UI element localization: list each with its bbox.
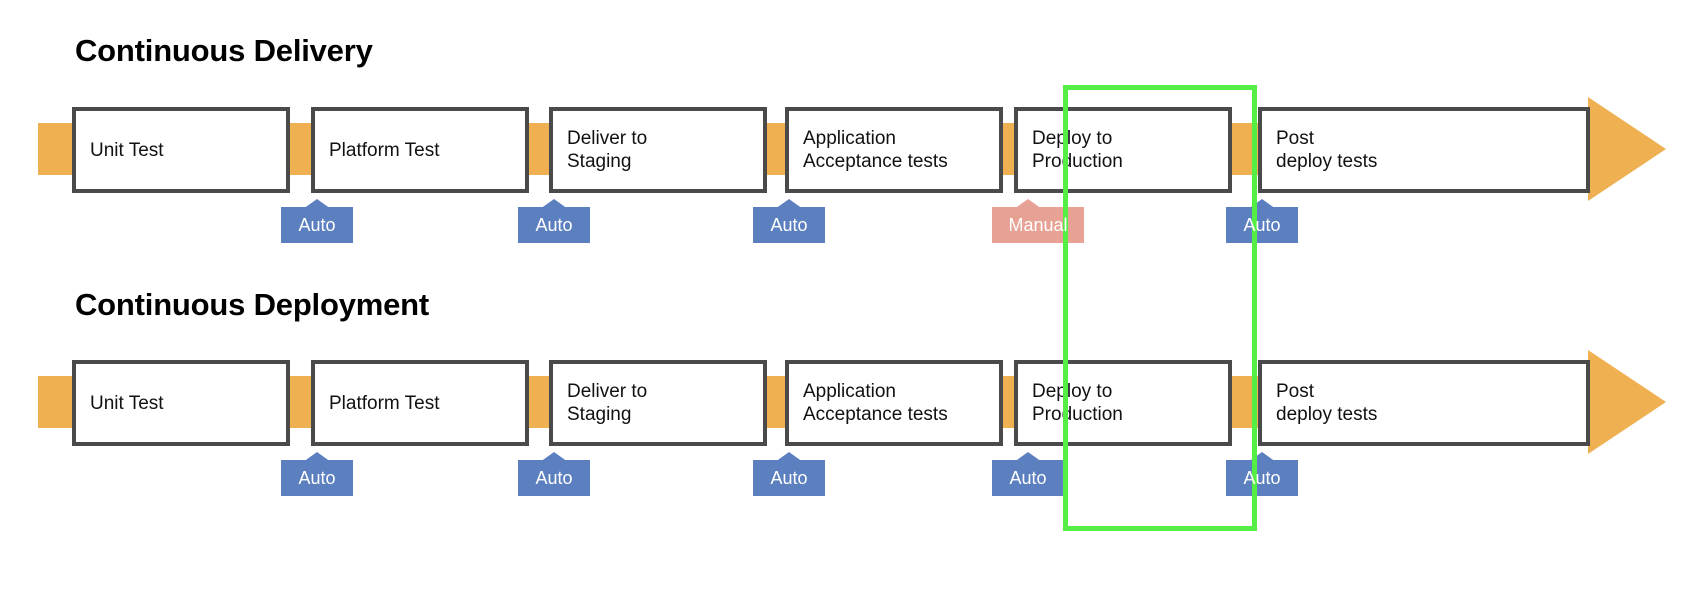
row-heading-continuous-deployment: Continuous Deployment [75, 287, 430, 322]
trigger-notch-icon [303, 199, 331, 209]
trigger-label: Auto [535, 467, 573, 488]
trigger-notch-icon [1248, 199, 1276, 209]
trigger-notch-icon [775, 452, 803, 462]
trigger-body [753, 207, 825, 243]
trigger-body [281, 207, 353, 243]
stage-box[interactable]: Unit Test [72, 107, 290, 193]
stage-box[interactable]: Deploy to Production [1014, 360, 1232, 446]
stage-label: Unit Test [90, 139, 164, 161]
stage-label: Application Acceptance tests [803, 381, 948, 425]
stage-box[interactable]: Application Acceptance tests [785, 360, 1003, 446]
trigger-body [753, 460, 825, 496]
trigger-notch-icon [1014, 199, 1042, 209]
trigger-tag-auto[interactable]: Auto [518, 452, 590, 496]
pipeline-arrow-head [1588, 97, 1666, 201]
stage-box[interactable]: Post deploy tests [1258, 107, 1590, 193]
trigger-body [518, 207, 590, 243]
trigger-notch-icon [775, 199, 803, 209]
stage-box[interactable]: Unit Test [72, 360, 290, 446]
trigger-body [992, 460, 1064, 496]
trigger-tag-auto[interactable]: Auto [518, 199, 590, 243]
stage-label: Deploy to Production [1032, 128, 1123, 172]
trigger-body [281, 460, 353, 496]
stage-label: Deploy to Production [1032, 381, 1123, 425]
trigger-label: Auto [1009, 467, 1047, 488]
trigger-tag-auto[interactable]: Auto [281, 452, 353, 496]
trigger-body [992, 207, 1084, 243]
row-heading-continuous-delivery: Continuous Delivery [75, 33, 373, 68]
trigger-body [1226, 460, 1298, 496]
trigger-tag-manual[interactable]: Manual [992, 199, 1084, 243]
trigger-label: Auto [770, 214, 808, 235]
stage-box[interactable]: Platform Test [311, 360, 529, 446]
stage-label: Post deploy tests [1276, 128, 1378, 172]
trigger-tag-auto[interactable]: Auto [1226, 199, 1298, 243]
stage-box[interactable]: Post deploy tests [1258, 360, 1590, 446]
stage-label: Unit Test [90, 392, 164, 414]
trigger-label: Auto [298, 467, 336, 488]
stage-label: Platform Test [329, 139, 440, 161]
trigger-label: Auto [298, 214, 336, 235]
stage-label: Post deploy tests [1276, 381, 1378, 425]
stage-label: Application Acceptance tests [803, 128, 948, 172]
trigger-tag-auto[interactable]: Auto [753, 452, 825, 496]
trigger-notch-icon [303, 452, 331, 462]
trigger-body [1226, 207, 1298, 243]
stage-label: Platform Test [329, 392, 440, 414]
trigger-notch-icon [1248, 452, 1276, 462]
stage-label: Deliver to Staging [567, 381, 648, 425]
trigger-label: Manual [1008, 214, 1068, 235]
trigger-body [518, 460, 590, 496]
trigger-label: Auto [1243, 214, 1281, 235]
stage-box[interactable]: Application Acceptance tests [785, 107, 1003, 193]
stage-box[interactable]: Deliver to Staging [549, 107, 767, 193]
trigger-label: Auto [770, 467, 808, 488]
stage-box[interactable]: Deploy to Production [1014, 107, 1232, 193]
pipeline-continuous-delivery: Unit Test Platform Test Deliver to Stagi… [0, 97, 1690, 258]
pipeline-continuous-deployment: Unit Test Platform Test Deliver to Stagi… [0, 350, 1690, 511]
stage-box[interactable]: Deliver to Staging [549, 360, 767, 446]
trigger-tag-auto[interactable]: Auto [281, 199, 353, 243]
trigger-label: Auto [1243, 467, 1281, 488]
stage-box[interactable]: Platform Test [311, 107, 529, 193]
trigger-notch-icon [540, 199, 568, 209]
trigger-notch-icon [1014, 452, 1042, 462]
trigger-tag-auto[interactable]: Auto [1226, 452, 1298, 496]
trigger-label: Auto [535, 214, 573, 235]
trigger-tag-auto[interactable]: Auto [992, 452, 1064, 496]
trigger-tag-auto[interactable]: Auto [753, 199, 825, 243]
stage-label: Deliver to Staging [567, 128, 648, 172]
trigger-notch-icon [540, 452, 568, 462]
pipeline-arrow-head [1588, 350, 1666, 454]
